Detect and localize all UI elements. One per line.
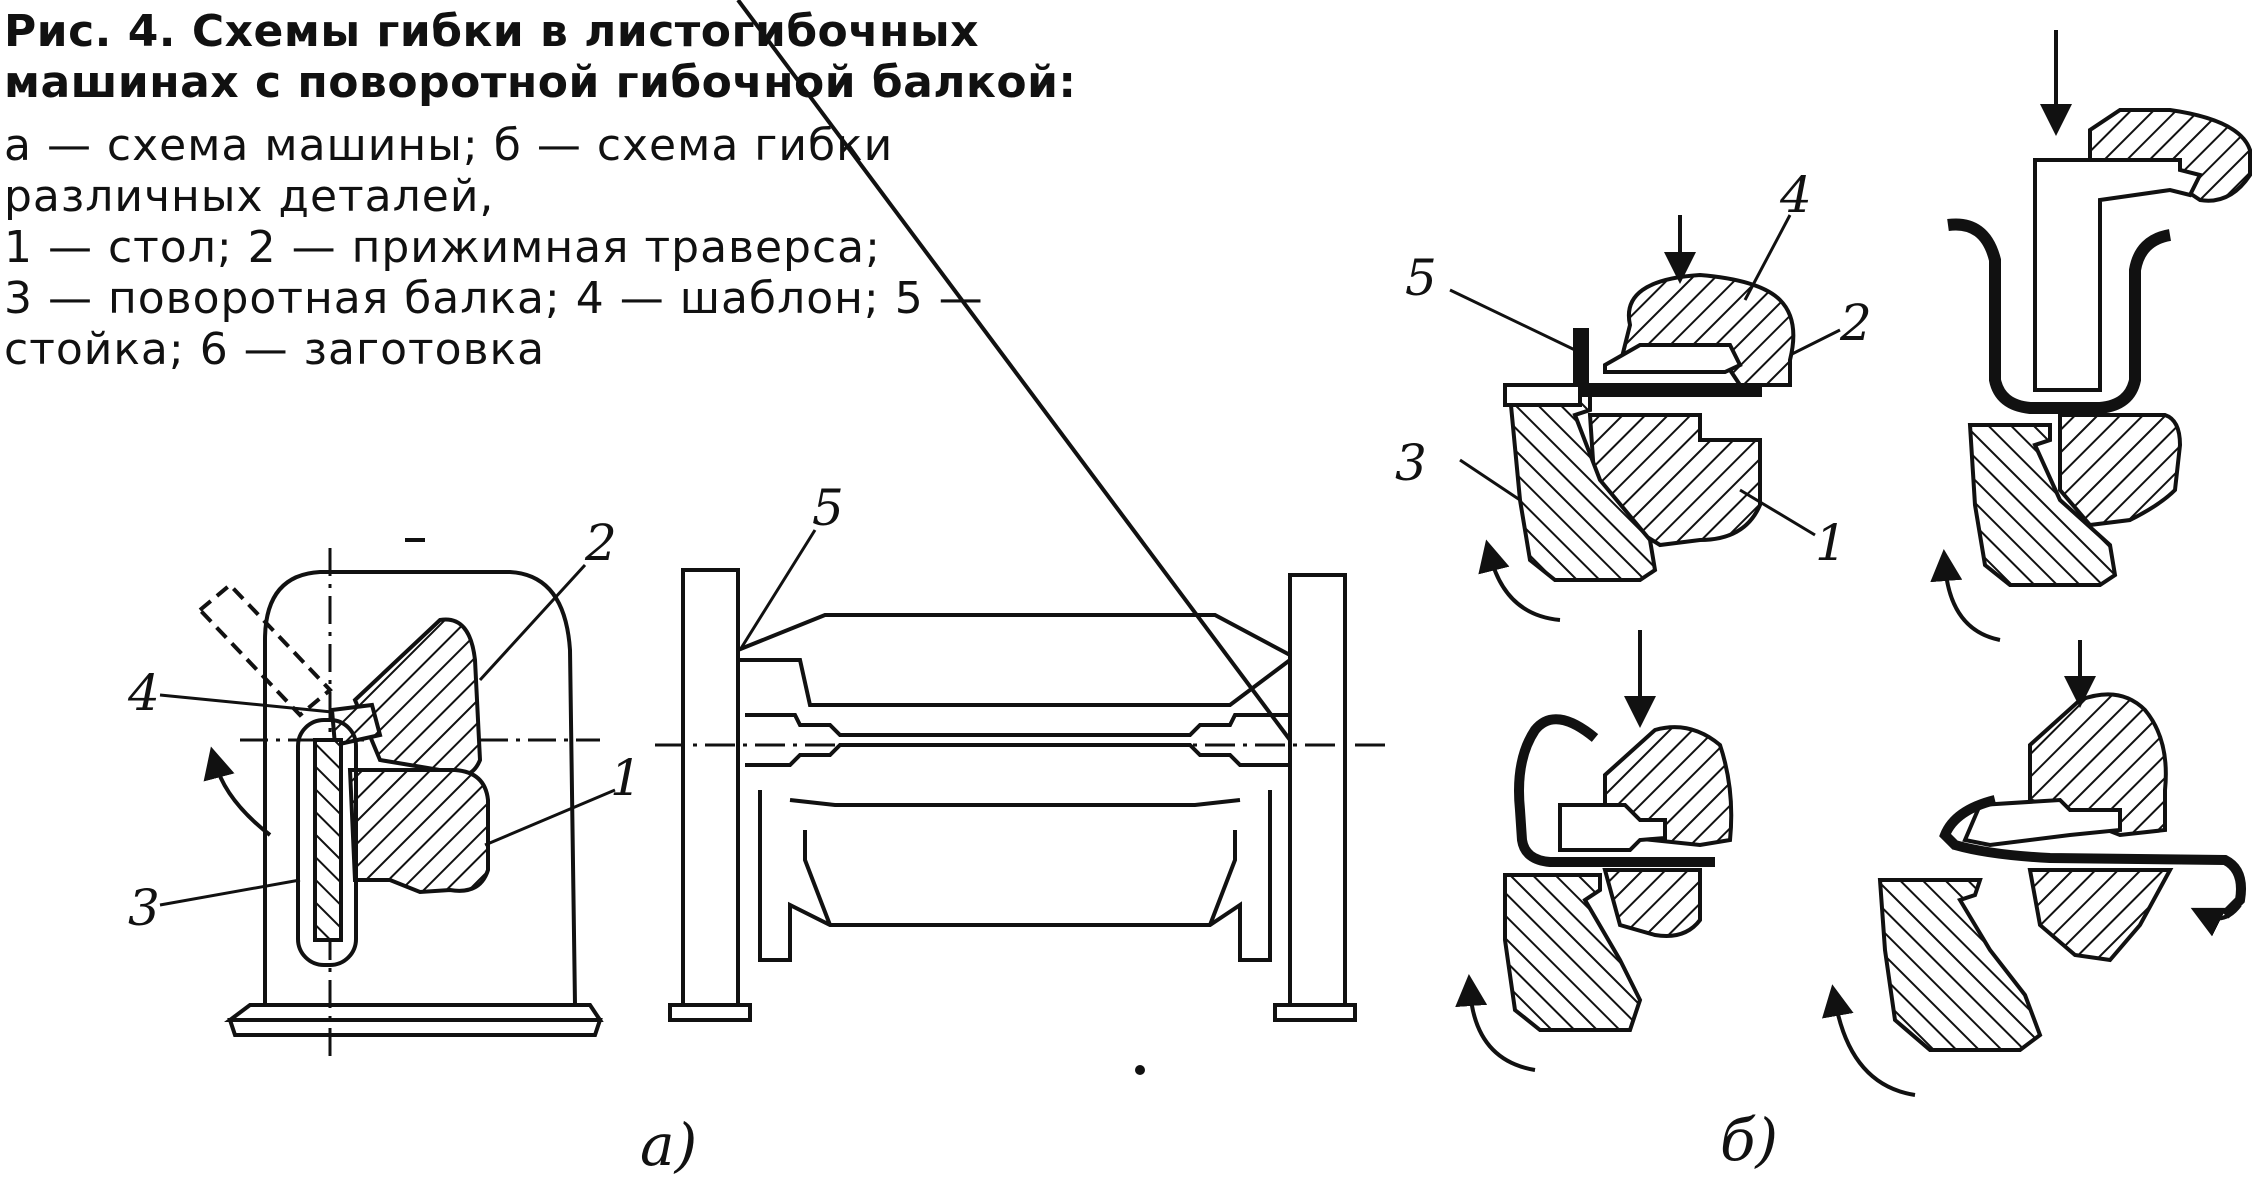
fig-b-label-2: 2 — [1839, 294, 1872, 352]
caption-title-line-2: машинах с поворотной гибочной балкой: — [4, 57, 1077, 108]
bending-scheme-1 — [1449, 214, 1841, 622]
fig-b-label-1: 1 — [1815, 514, 1847, 572]
caption-legend-line-5: стойка; 6 — заготовка — [4, 324, 546, 375]
caption-title-line-1: Рис. 4. Схемы гибки в листогибочных — [4, 6, 980, 57]
caption-legend-line-2: различных деталей, — [4, 171, 495, 222]
caption-legend-line-4: 3 — поворотная балка; 4 — шаблон; 5 — — [4, 273, 984, 324]
bending-scheme-2 — [1930, 30, 2252, 642]
fig-a-label-2: 2 — [584, 514, 617, 572]
stray-dot — [1135, 1065, 1145, 1075]
caption-legend-line-1: а — схема машины; б — схема гибки — [4, 120, 894, 171]
figure-caption: Рис. 4. Схемы гибки в листогибочных маши… — [4, 6, 1184, 375]
bending-scheme-4 — [1822, 640, 2246, 1097]
caption-legend-line-3: 1 — стол; 2 — прижимная траверса; — [4, 222, 881, 273]
machine-front-view — [655, 0, 1385, 1022]
fig-a-label-3: 3 — [128, 879, 160, 937]
fig-a-label-5: 5 — [812, 479, 844, 537]
fig-a-label-4: 4 — [127, 664, 160, 722]
fig-b-label-4: 4 — [1779, 166, 1812, 224]
fig-b-label-3: 3 — [1395, 434, 1427, 492]
bending-scheme-3 — [1455, 630, 1734, 1072]
machine-side-view — [159, 538, 616, 1060]
fig-b-sublabel: б) — [1720, 1106, 1778, 1174]
fig-a-label-1: 1 — [610, 749, 642, 807]
fig-b-label-5: 5 — [1405, 249, 1437, 307]
fig-a-sublabel: а) — [640, 1111, 697, 1179]
